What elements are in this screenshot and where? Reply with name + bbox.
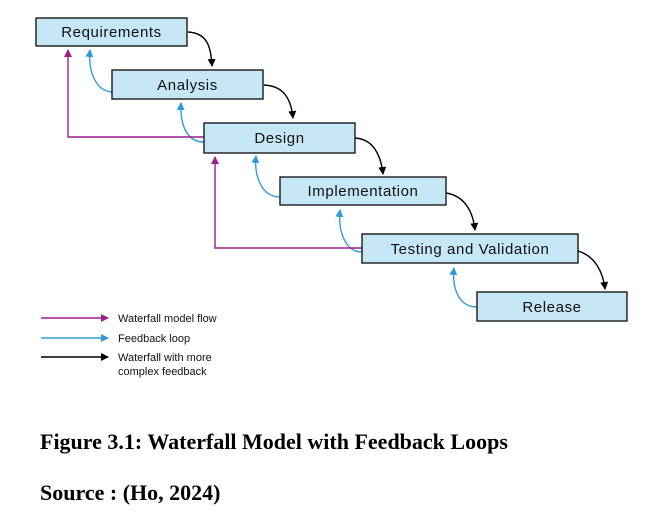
- stage-testing-and-validation: Testing and Validation: [361, 233, 579, 264]
- feedback-arrow-implementation-design: [251, 155, 281, 198]
- figure-caption: Figure 3.1: Waterfall Model with Feedbac…: [40, 429, 508, 454]
- legend: Waterfall model flow Feedback loop Water…: [41, 313, 217, 378]
- feedback-arrow-testing-implementation: [335, 209, 363, 253]
- stage-design: Design: [203, 122, 356, 154]
- stage-label: Requirements: [61, 24, 162, 41]
- legend-label: Feedback loop: [118, 333, 190, 345]
- source-caption: Source : (Ho, 2024): [40, 480, 221, 505]
- legend-label: Waterfall with more: [118, 352, 212, 364]
- stage-label: Testing and Validation: [391, 241, 550, 258]
- complex-feedback-arrow-design-requirements: [64, 49, 204, 138]
- legend-item-complex-feedback: Waterfall with more complex feedback: [41, 352, 212, 378]
- feedback-arrow-analysis-requirements: [85, 49, 113, 93]
- stage-label: Design: [254, 130, 304, 147]
- feedback-arrow-release-testing: [449, 267, 478, 308]
- legend-label-line2: complex feedback: [118, 366, 207, 378]
- stage-analysis: Analysis: [111, 69, 264, 100]
- legend-item-waterfall-flow: Waterfall model flow: [41, 313, 217, 325]
- flow-arrow-implementation-testing: [445, 192, 479, 231]
- complex-feedback-arrow-testing-design: [211, 156, 362, 249]
- legend-label: Waterfall model flow: [118, 313, 217, 325]
- stage-label: Release: [522, 299, 581, 316]
- flow-arrow-design-implementation: [354, 137, 387, 175]
- stage-implementation: Implementation: [279, 176, 447, 206]
- flow-arrow-analysis-design: [263, 84, 297, 119]
- stage-label: Analysis: [157, 77, 218, 94]
- legend-item-feedback-loop: Feedback loop: [41, 333, 190, 345]
- flow-arrow-testing-release: [577, 250, 609, 290]
- waterfall-diagram: Requirements Analysis Design Implementat…: [35, 17, 628, 378]
- flow-arrow-requirements-analysis: [187, 31, 216, 67]
- stage-label: Implementation: [308, 183, 419, 200]
- stage-requirements: Requirements: [35, 17, 188, 47]
- stage-release: Release: [476, 291, 628, 322]
- feedback-arrow-design-analysis: [176, 102, 205, 143]
